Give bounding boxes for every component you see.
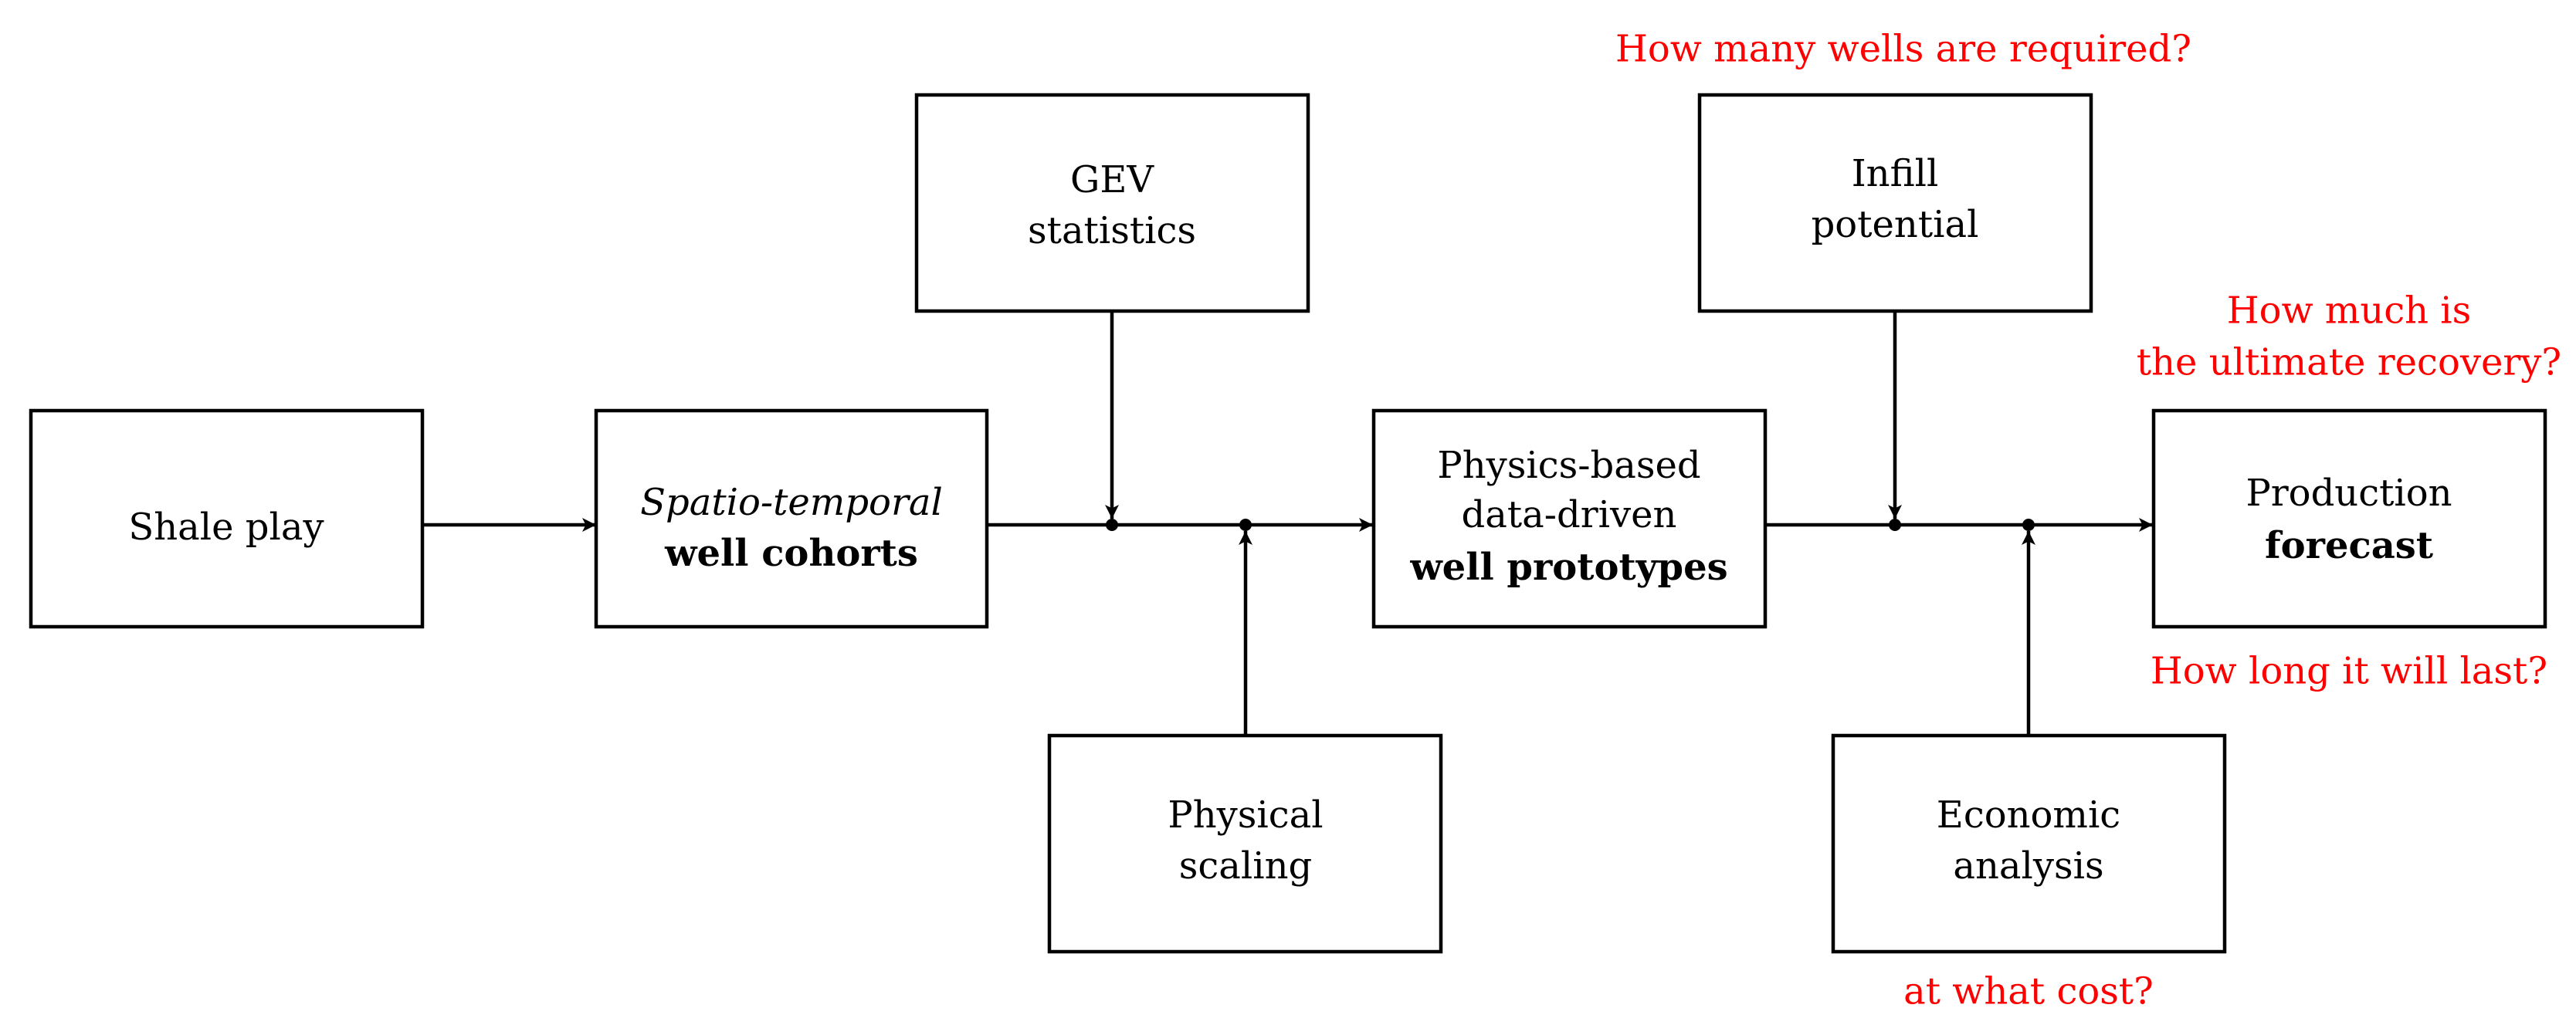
node-physical-scaling-line2: scaling — [1179, 844, 1312, 888]
node-well-cohorts-line2: well cohorts — [664, 532, 918, 575]
svg-text:forecast: forecast — [2265, 524, 2433, 567]
svg-text:potential: potential — [1812, 203, 1979, 246]
node-production-forecast-line2: forecast — [2265, 524, 2433, 567]
junction-scaling — [1239, 519, 1252, 531]
svg-text:Infill: Infill — [1852, 152, 1939, 195]
node-shale-play: Shale play — [29, 408, 425, 629]
svg-text:analysis: analysis — [1953, 844, 2103, 888]
node-well-cohorts-line1: Spatio-temporal — [640, 481, 943, 524]
node-economic-analysis: Economic analysis — [1831, 733, 2227, 954]
node-production-forecast: Production forecast — [2151, 408, 2547, 629]
node-physical-scaling-line1: Physical — [1168, 793, 1323, 837]
node-well-prototypes-line1: Physics-based — [1437, 444, 1700, 487]
node-gev-statistics: GEV statistics — [914, 93, 1310, 313]
node-physical-scaling: Physical scaling — [1047, 733, 1443, 954]
svg-text:Economic: Economic — [1937, 793, 2120, 837]
node-gev-statistics-line1: GEV — [1070, 158, 1154, 201]
svg-text:statistics: statistics — [1028, 209, 1196, 252]
node-economic-analysis-line2: analysis — [1953, 844, 2103, 888]
junction-economic — [2022, 519, 2035, 531]
svg-text:well cohorts: well cohorts — [664, 532, 918, 575]
node-infill-potential: Infill potential — [1697, 93, 2093, 313]
svg-text:data-driven: data-driven — [1462, 493, 1677, 536]
node-infill-potential-line1: Infill — [1852, 152, 1939, 195]
svg-text:GEV: GEV — [1070, 158, 1154, 201]
svg-text:Physical: Physical — [1168, 793, 1323, 837]
question-cost: at what cost? — [1903, 970, 2154, 1013]
svg-text:scaling: scaling — [1179, 844, 1312, 888]
node-well-prototypes-line3: well prototypes — [1409, 546, 1727, 589]
svg-text:Spatio-temporal: Spatio-temporal — [640, 481, 943, 524]
svg-text:Shale play: Shale play — [128, 506, 324, 549]
junction-gev — [1106, 519, 1118, 531]
node-well-prototypes: Physics-based data-driven well prototype… — [1371, 408, 1768, 629]
question-ultimate-recovery-line2: the ultimate recovery? — [2137, 341, 2561, 384]
question-ultimate-recovery-line1: How much is — [2227, 289, 2472, 333]
node-infill-potential-line2: potential — [1812, 203, 1979, 246]
svg-text:Physics-based: Physics-based — [1437, 444, 1700, 487]
node-economic-analysis-line1: Economic — [1937, 793, 2120, 837]
node-shale-play-label: Shale play — [128, 506, 324, 549]
question-how-long: How long it will last? — [2151, 650, 2547, 693]
node-well-prototypes-line2: data-driven — [1462, 493, 1677, 536]
question-wells-required: How many wells are required? — [1615, 28, 2191, 71]
svg-text:well prototypes: well prototypes — [1409, 546, 1727, 589]
junction-infill — [1889, 519, 1901, 531]
node-well-cohorts: Spatio-temporal well cohorts — [594, 408, 989, 629]
node-production-forecast-line1: Production — [2246, 472, 2452, 515]
svg-text:Production: Production — [2246, 472, 2452, 515]
node-gev-statistics-line2: statistics — [1028, 209, 1196, 252]
